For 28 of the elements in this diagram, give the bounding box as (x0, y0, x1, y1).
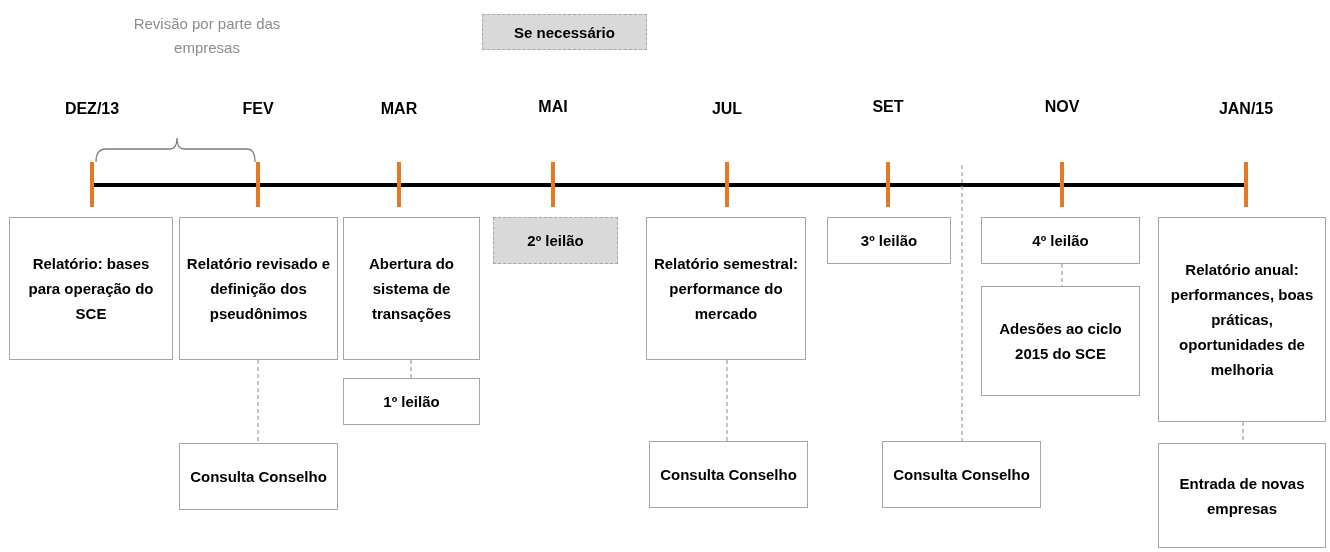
milestone-box: Se necessário (482, 14, 647, 50)
note-text: Revisão por parte das empresas (132, 14, 282, 58)
milestone-box: Consulta Conselho (649, 441, 808, 508)
month-label: NOV (1043, 98, 1081, 116)
month-label: JAN/15 (1217, 100, 1275, 118)
milestone-box: 4º leilão (981, 217, 1140, 264)
month-label: MAI (537, 98, 569, 116)
month-label: JUL (710, 100, 744, 118)
milestone-box: Adesões ao ciclo 2015 do SCE (981, 286, 1140, 396)
milestone-box: Relatório anual: performances, boas práticas, oportunidades de melhoria (1158, 217, 1326, 422)
month-label: MAR (379, 100, 419, 118)
milestone-box: Consulta Conselho (179, 443, 338, 510)
connector-line (410, 359, 412, 379)
milestone-box: 1º leilão (343, 378, 480, 425)
milestone-box: 3º leilão (827, 217, 951, 264)
month-label: FEV (241, 100, 275, 118)
milestone-box: Abertura do sistema de transações (343, 217, 480, 360)
milestone-box: Relatório semestral: performance do mercado (646, 217, 806, 360)
connector-line (257, 359, 259, 444)
milestone-box: Relatório: bases para operação do SCE (9, 217, 173, 360)
month-label: DEZ/13 (63, 100, 121, 118)
connector-line (961, 164, 963, 442)
connector-line (726, 359, 728, 442)
milestone-box: 2º leilão (493, 217, 618, 264)
milestone-box: Consulta Conselho (882, 441, 1041, 508)
milestone-box: Relatório revisado e definição dos pseudônimos (179, 217, 338, 360)
month-label: SET (871, 98, 905, 116)
milestone-box: Entrada de novas empresas (1158, 443, 1326, 548)
